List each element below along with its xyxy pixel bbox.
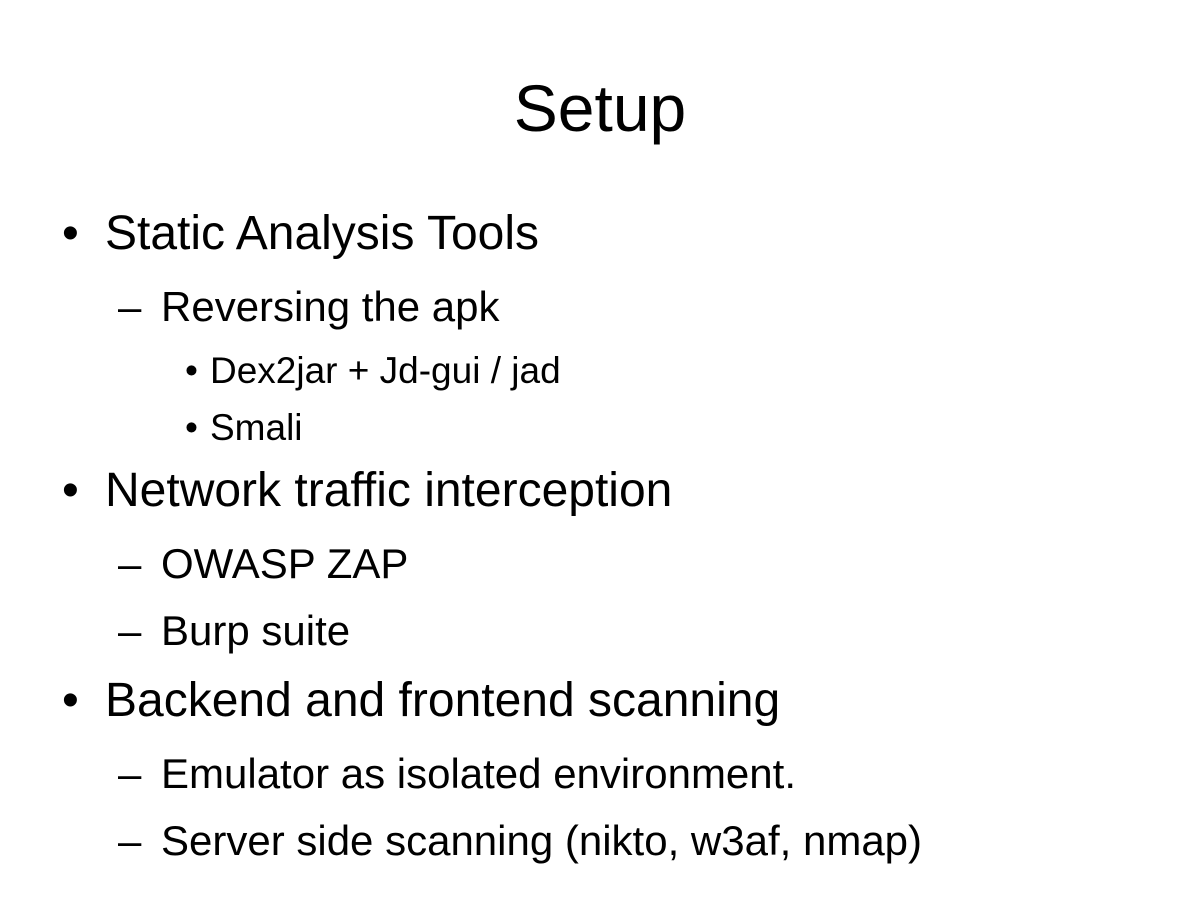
bullet-item-level2: –Server side scanning (nikto, w3af, nmap… xyxy=(0,816,1200,865)
bullet-text: OWASP ZAP xyxy=(161,540,409,587)
bullet-text: Burp suite xyxy=(161,607,351,654)
bullet-item-level2: –Burp suite xyxy=(0,606,1200,655)
bullet-icon: • xyxy=(62,464,79,517)
bullet-text: Server side scanning (nikto, w3af, nmap) xyxy=(161,817,923,864)
bullet-item-level2: –Reversing the apk xyxy=(0,282,1200,331)
slide-title: Setup xyxy=(513,71,687,145)
bullet-icon: • xyxy=(185,407,198,448)
bullet-icon: • xyxy=(62,207,79,260)
bullet-item-level2: –Emulator as isolated environment. xyxy=(0,749,1200,798)
bullet-text: Reversing the apk xyxy=(161,283,500,330)
bullet-icon: • xyxy=(62,674,79,727)
bullet-item-level1: • Static Analysis Tools xyxy=(0,206,1200,262)
dash-icon: – xyxy=(118,607,142,654)
bullet-item-level3: • Smali xyxy=(0,406,1200,449)
bullet-text: Backend and frontend scanning xyxy=(105,674,781,727)
bullet-text: Dex2jar + Jd-gui / jad xyxy=(210,350,561,391)
dash-icon: – xyxy=(118,750,142,797)
bullet-icon: • xyxy=(185,350,198,391)
bullet-item-level3: • Dex2jar + Jd-gui / jad xyxy=(0,349,1200,392)
dash-icon: – xyxy=(118,817,142,864)
slide-outline: •Static Analysis Tools–Reversing the apk… xyxy=(0,206,1200,865)
bullet-text: Static Analysis Tools xyxy=(105,207,539,260)
bullet-text: Emulator as isolated environment. xyxy=(161,750,796,797)
dash-icon: – xyxy=(118,283,142,330)
bullet-item-level2: –OWASP ZAP xyxy=(0,539,1200,588)
bullet-item-level1: • Network traffic interception xyxy=(0,463,1200,519)
bullet-item-level1: • Backend and frontend scanning xyxy=(0,673,1200,729)
bullet-text: Smali xyxy=(210,407,303,448)
dash-icon: – xyxy=(118,540,142,587)
bullet-text: Network traffic interception xyxy=(105,464,673,517)
